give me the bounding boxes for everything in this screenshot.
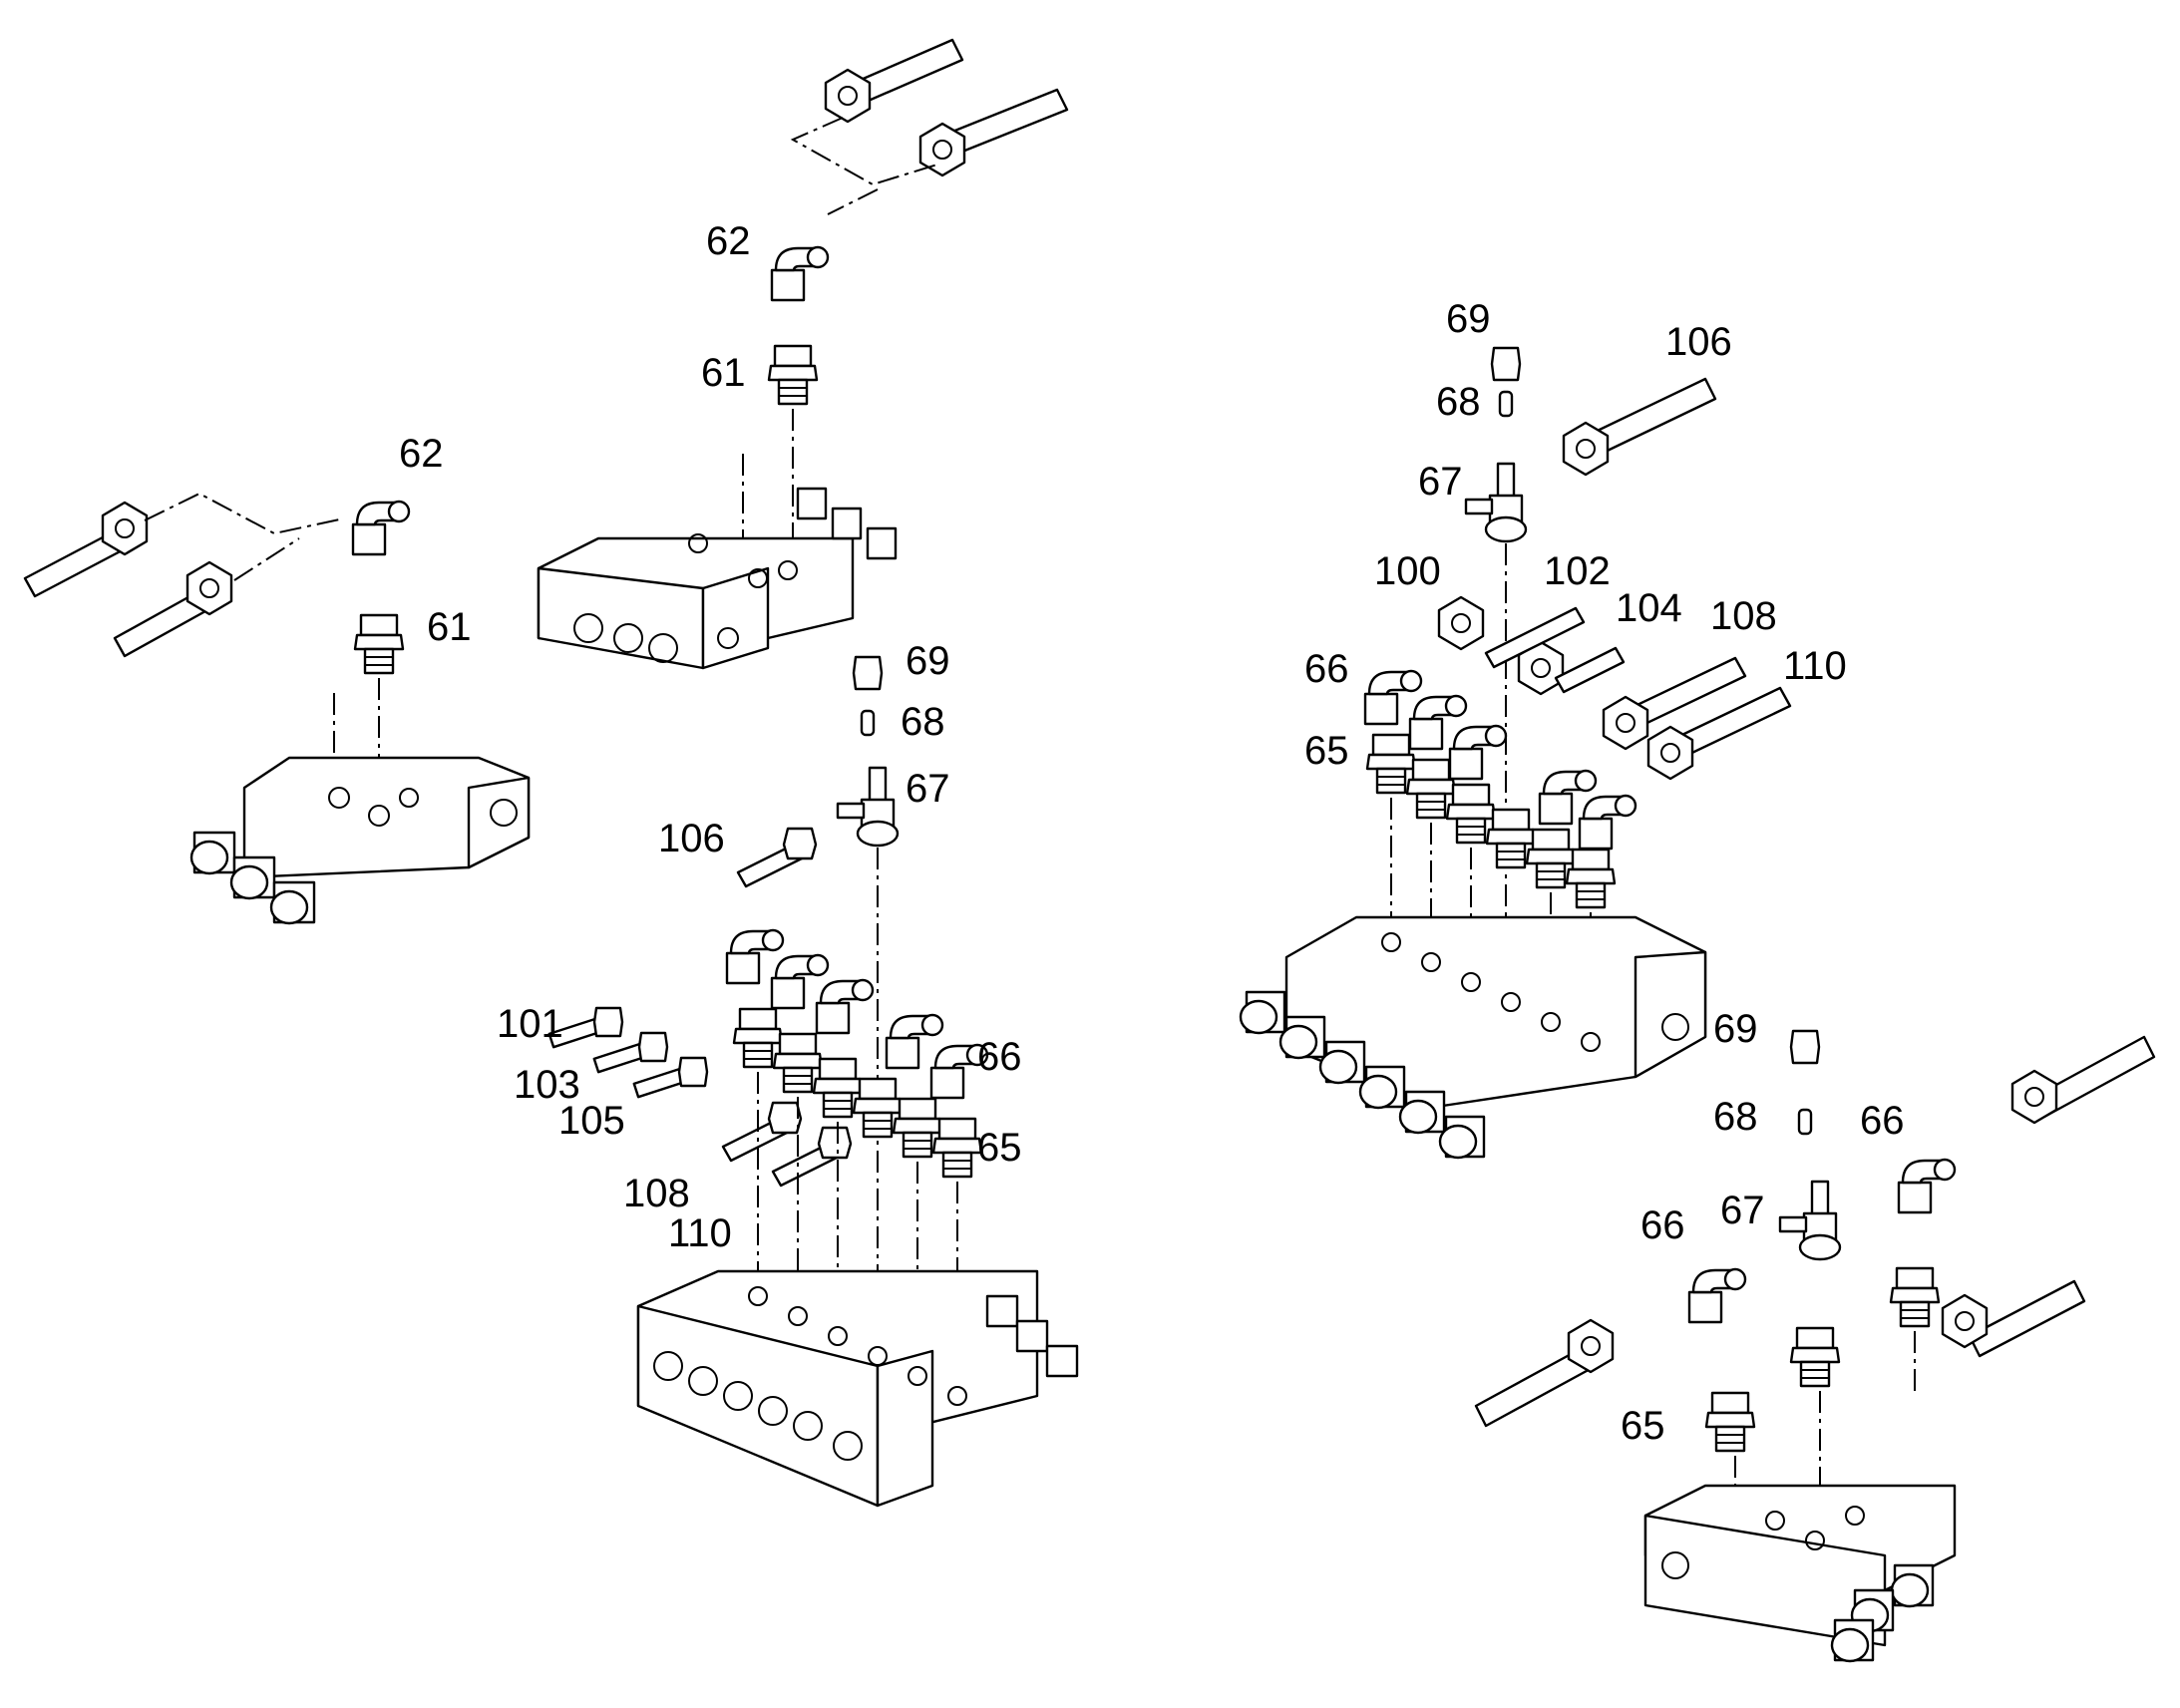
grease-nipple-68 [1498, 390, 1514, 418]
elbow-fitting-66 [1897, 1158, 1957, 1214]
callout-104: 104 [1616, 586, 1682, 630]
callout-68: 68 [901, 700, 945, 744]
callout-102: 102 [1544, 549, 1611, 593]
elbow-fitting-62 [770, 245, 830, 302]
grease-nipple-68 [1797, 1108, 1813, 1136]
hose-fitting-106 [736, 827, 818, 888]
callout-101: 101 [497, 1002, 563, 1046]
grease-nipple-68 [860, 709, 876, 737]
pipe [23, 501, 233, 658]
callout-68: 68 [1713, 1095, 1758, 1139]
distributor-block-3 [537, 487, 898, 670]
callout-65: 65 [1304, 729, 1349, 773]
callout-108: 108 [623, 1172, 690, 1215]
callout-106: 106 [658, 817, 725, 860]
pipe [824, 38, 1069, 177]
callout-65: 65 [1621, 1404, 1665, 1448]
callout-108: 108 [1710, 594, 1777, 638]
nut-69 [1490, 346, 1522, 382]
callout-62: 62 [706, 219, 751, 263]
callout-66: 66 [977, 1035, 1022, 1079]
nipples-65 [1365, 733, 1617, 909]
elbow-fitting-66 [1687, 1267, 1747, 1324]
callout-105: 105 [558, 1099, 625, 1143]
hose-106 [1562, 377, 1717, 477]
callout-62: 62 [399, 432, 444, 476]
fittings-100-102-104 [1437, 595, 1626, 696]
callout-66: 66 [1640, 1203, 1685, 1247]
callout-61: 61 [427, 605, 472, 649]
assembly-c [547, 655, 1079, 1508]
callout-110: 110 [1783, 644, 1847, 688]
callout-69: 69 [1713, 1007, 1758, 1051]
elbow-fitting-62 [351, 500, 411, 556]
hoses-108-110 [1602, 656, 1792, 781]
nut-69 [852, 655, 884, 691]
callout-67: 67 [1720, 1189, 1765, 1232]
distributor-block-3 [189, 756, 531, 925]
distributor-block-6 [1239, 915, 1707, 1160]
assembly-b [23, 492, 531, 925]
distributor-block-3 [1643, 1484, 1957, 1663]
assembly-d [1239, 346, 1792, 1160]
callout-100: 100 [1374, 549, 1441, 593]
pipe [1474, 1035, 2156, 1428]
callout-106: 106 [1665, 320, 1732, 364]
callout-68: 68 [1436, 380, 1481, 424]
callout-69: 69 [906, 639, 950, 683]
nipple-61 [353, 613, 405, 675]
tee-fitting-67 [1778, 1180, 1842, 1261]
nipples-65 [1704, 1266, 1941, 1453]
callout-103: 103 [514, 1063, 580, 1107]
nut-69 [1789, 1029, 1821, 1065]
callout-67: 67 [906, 767, 950, 811]
tee-fitting-67 [1464, 462, 1528, 543]
callout-110: 110 [668, 1211, 732, 1255]
tee-fitting-67 [836, 766, 900, 848]
assembly-e [1474, 1029, 2156, 1663]
callout-69: 69 [1446, 297, 1491, 341]
callout-65: 65 [977, 1126, 1022, 1170]
callout-67: 67 [1418, 460, 1463, 504]
assembly-a [537, 38, 1069, 670]
callout-66: 66 [1304, 647, 1349, 691]
callout-66: 66 [1860, 1099, 1905, 1143]
callout-61: 61 [701, 351, 746, 395]
nipple-61 [767, 344, 819, 406]
distributor-block-6 [636, 1269, 1079, 1508]
callout-labels: 62 61 62 61 69 68 67 106 101 103 105 66 … [399, 219, 1905, 1448]
